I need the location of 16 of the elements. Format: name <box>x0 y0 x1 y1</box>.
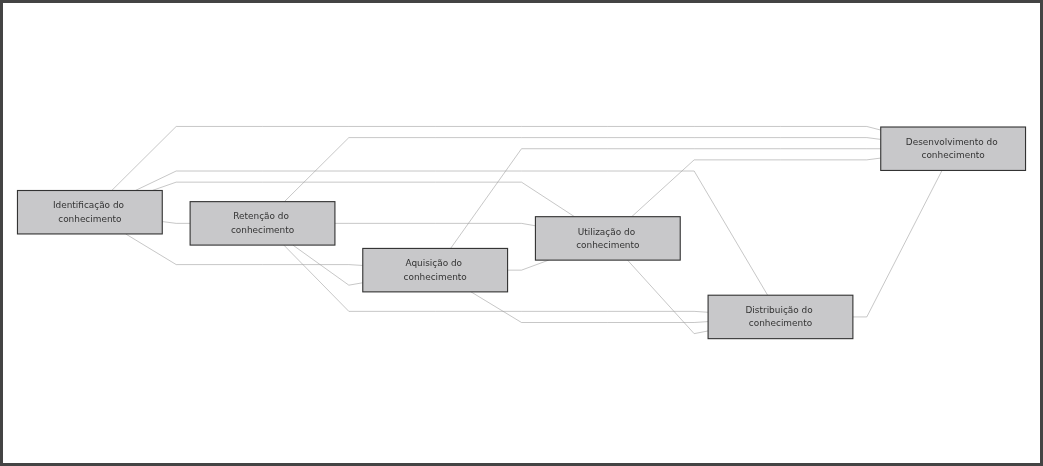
connector <box>162 221 191 225</box>
node-box: Aquisição do conhecimento <box>362 248 509 293</box>
connector <box>852 170 943 318</box>
connector <box>135 171 768 296</box>
connector <box>334 223 536 227</box>
connector <box>631 158 881 218</box>
node-box: Distribuição do conhecimento <box>707 295 854 340</box>
connector <box>283 245 709 313</box>
connector <box>111 126 881 192</box>
node-box: Identificação do conhecimento <box>16 190 163 235</box>
node-box: Retenção do conhecimento <box>189 201 336 247</box>
node-box: Utilização do conhecimento <box>534 216 681 262</box>
connector <box>627 260 709 335</box>
connector <box>450 148 881 250</box>
connector <box>284 137 881 203</box>
node-box: Desenvolvimento do conhecimento <box>880 126 1027 172</box>
